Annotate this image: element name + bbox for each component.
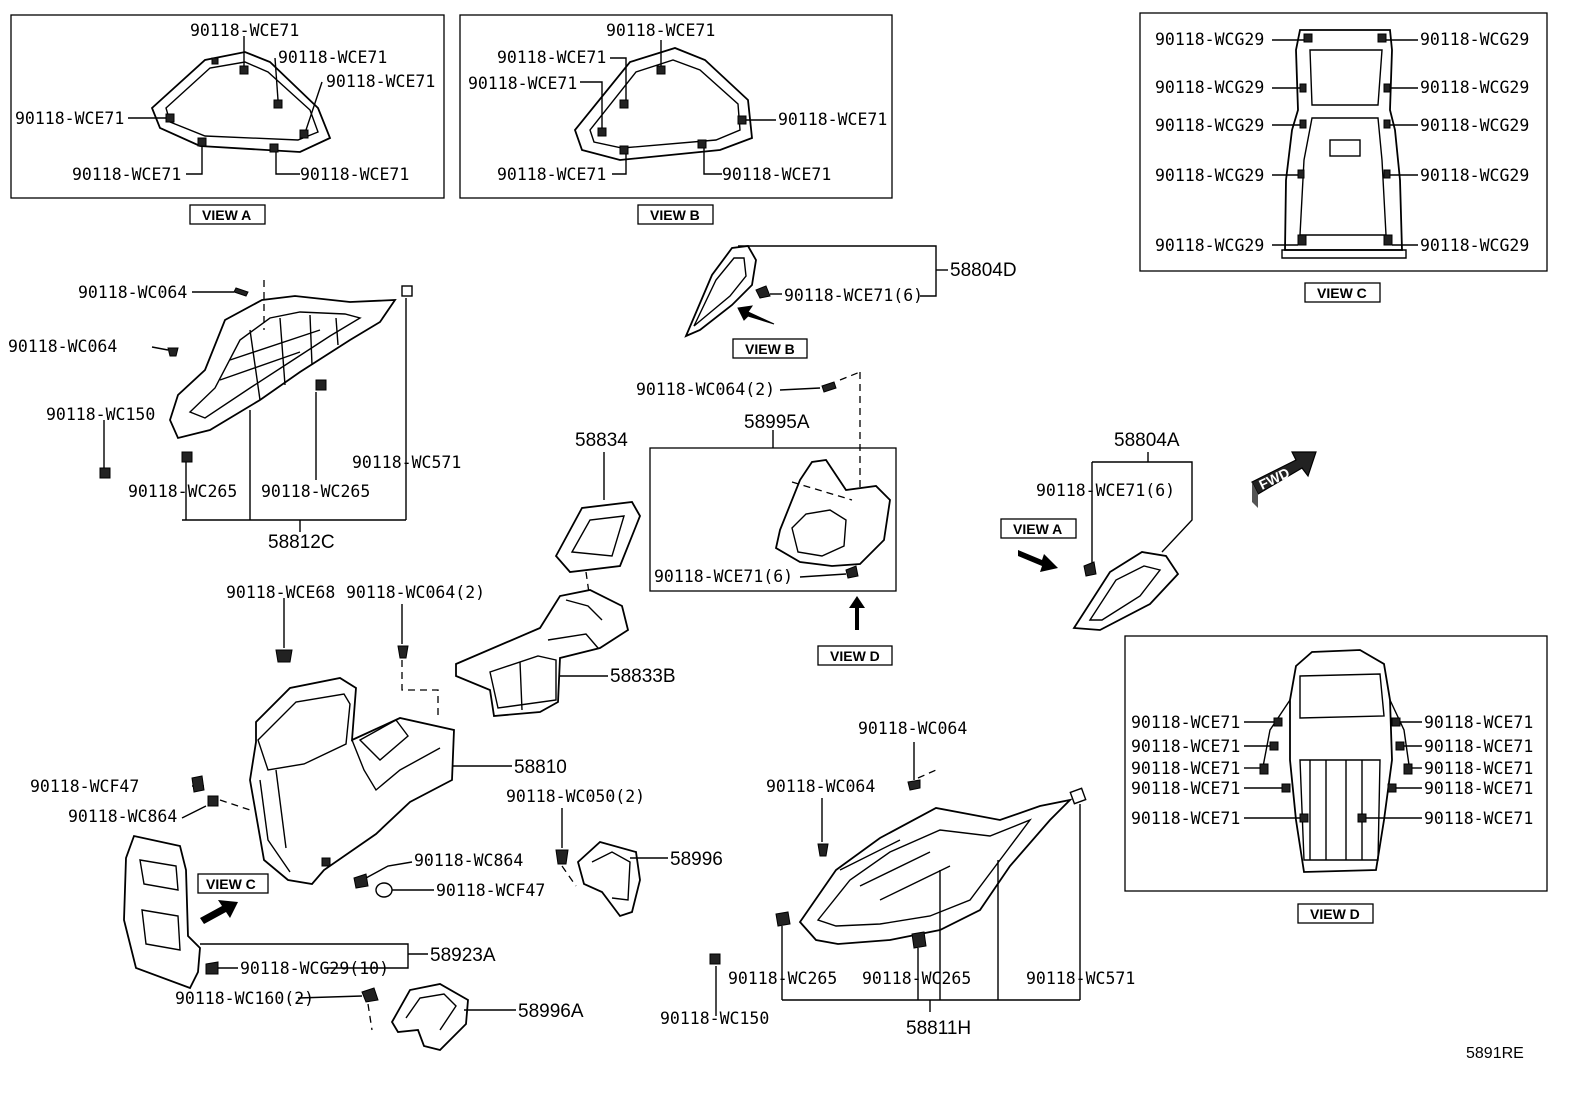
part-number-58804a: 58804A [1114,430,1180,451]
view-c-caption: VIEW C [1317,285,1367,301]
view-d-label-right-4: 90118-WCE71 [1424,779,1533,798]
view-c-label-right-2: 90118-WCG29 [1420,78,1529,97]
part-number-58923a: 58923A [430,945,496,966]
view-c-label-left-3: 90118-WCG29 [1155,116,1264,135]
view-c-label-right-1: 90118-WCG29 [1420,30,1529,49]
reference-code: 5891RE [1466,1045,1524,1062]
part-58996-group: 90118-WC050(2) 58996 [506,787,723,918]
part-number-58810: 58810 [514,757,567,778]
fwd-label: FWD [1256,464,1292,492]
view-a-marker: VIEW A [1013,521,1062,537]
part-number-58995a: 58995A [744,412,810,433]
view-d-label-right-3: 90118-WCE71 [1424,759,1533,778]
view-c-marker: VIEW C [206,876,256,892]
label-h-wc064-a: 90118-WC064 [858,719,967,738]
view-d-detail: 90118-WCE71 90118-WCE71 90118-WCE71 9011… [1124,635,1548,924]
label-wce68: 90118-WCE68 [226,583,335,602]
label-b-wce71-6: 90118-WCE71(6) [784,286,923,305]
part-number-58804d: 58804D [950,260,1017,281]
view-a-label-top: 90118-WCE71 [190,21,299,40]
view-a-label-bottom-left: 90118-WCE71 [72,165,181,184]
label-wcf47-b: 90118-WCF47 [436,881,545,900]
view-a-label-right-2: 90118-WCE71 [326,72,435,91]
label-wc265-a: 90118-WC265 [128,482,237,501]
part-58834-group: 58834 [554,430,641,601]
label-h-wc265-a: 90118-WC265 [728,969,837,988]
view-c-label-right-5: 90118-WCG29 [1420,236,1529,255]
label-h-wc064-b: 90118-WC064 [766,777,875,796]
view-a-label-left: 90118-WCE71 [15,109,124,128]
view-a-label-bottom-right: 90118-WCE71 [300,165,409,184]
view-b-marker: VIEW B [745,341,795,357]
label-wc571: 90118-WC571 [352,453,461,472]
part-number-58834: 58834 [575,430,628,451]
label-m-wce71-6: 90118-WCE71(6) [654,567,793,586]
label-wc064-a: 90118-WC064 [78,283,187,302]
view-b-label-right: 90118-WCE71 [778,110,887,129]
part-58810-group: 90118-WCE68 90118-WC064(2) 58810 90118-W… [30,583,567,900]
part-58812c-group: 90118-WC064 90118-WC064 90118-WC150 9011… [8,280,461,553]
view-b-label-left-1: 90118-WCE71 [497,48,606,67]
label-wc265-b: 90118-WC265 [261,482,370,501]
view-d-marker: VIEW D [830,648,880,664]
view-b-label-left-2: 90118-WCE71 [468,74,577,93]
part-58811h-group: 90118-WC064 90118-WC064 90118-WC265 9011… [660,719,1135,1039]
label-wc160-2: 90118-WC160(2) [175,989,314,1008]
part-58923a-group: VIEW C 58923A 90118-WCG29(10) [123,834,496,990]
view-d-label-right-1: 90118-WCE71 [1424,713,1533,732]
part-number-58996a: 58996A [518,1001,584,1022]
label-wc050-2: 90118-WC050(2) [506,787,645,806]
view-c-label-left-1: 90118-WCG29 [1155,30,1264,49]
label-k-wc064-2: 90118-WC064(2) [346,583,485,602]
part-number-58996: 58996 [670,849,723,870]
part-number-58812c: 58812C [268,532,335,553]
part-number-58811h: 58811H [906,1018,971,1039]
label-wc150: 90118-WC150 [46,405,155,424]
label-wc864-b: 90118-WC864 [414,851,523,870]
view-a-caption: VIEW A [202,207,251,223]
view-c-label-left-5: 90118-WCG29 [1155,236,1264,255]
part-58804a-group: 58804A 90118-WCE71(6) VIEW A [1000,430,1193,631]
view-d-label-left-2: 90118-WCE71 [1131,737,1240,756]
view-d-label-left-1: 90118-WCE71 [1131,713,1240,732]
view-d-label-right-5: 90118-WCE71 [1424,809,1533,828]
view-a-detail: 90118-WCE71 90118-WCE71 90118-WCE71 9011… [10,14,445,225]
view-b-label-top: 90118-WCE71 [606,21,715,40]
view-d-label-left-3: 90118-WCE71 [1131,759,1240,778]
view-a-label-right-1: 90118-WCE71 [278,48,387,67]
view-d-caption: VIEW D [1310,906,1360,922]
label-wcf47-a: 90118-WCF47 [30,777,139,796]
label-wcg29-10: 90118-WCG29(10) [240,959,389,978]
part-58995a-group: 90118-WC064(2) 58995A 90118-WCE71(6) VIE… [636,371,897,666]
view-d-label-left-5: 90118-WCE71 [1131,809,1240,828]
view-c-detail: 90118-WCG29 90118-WCG29 90118-WCG29 9011… [1139,12,1548,303]
part-58833b-group: 58833B [455,589,676,717]
label-wc864-a: 90118-WC864 [68,807,177,826]
view-b-caption: VIEW B [650,207,700,223]
view-b-label-bottom-left: 90118-WCE71 [497,165,606,184]
part-58804d-group: 58804D 90118-WCE71(6) VIEW B [684,245,1017,359]
part-58996a-group: 90118-WC160(2) 58996A [175,983,584,1051]
label-h-wc571: 90118-WC571 [1026,969,1135,988]
view-d-label-left-4: 90118-WCE71 [1131,779,1240,798]
label-m-wc064-2: 90118-WC064(2) [636,380,775,399]
label-wc064-b: 90118-WC064 [8,337,117,356]
label-h-wc150: 90118-WC150 [660,1009,769,1028]
view-b-detail: 90118-WCE71 90118-WCE71 90118-WCE71 9011… [459,14,893,225]
view-b-label-bottom-right: 90118-WCE71 [722,165,831,184]
label-a-wce71-6: 90118-WCE71(6) [1036,481,1175,500]
view-d-label-right-2: 90118-WCE71 [1424,737,1533,756]
fwd-arrow-icon: FWD [1251,451,1317,508]
view-c-label-right-3: 90118-WCG29 [1420,116,1529,135]
part-number-58833b: 58833B [610,666,676,687]
view-c-label-right-4: 90118-WCG29 [1420,166,1529,185]
view-c-label-left-4: 90118-WCG29 [1155,166,1264,185]
view-c-label-left-2: 90118-WCG29 [1155,78,1264,97]
label-h-wc265-b: 90118-WC265 [862,969,971,988]
